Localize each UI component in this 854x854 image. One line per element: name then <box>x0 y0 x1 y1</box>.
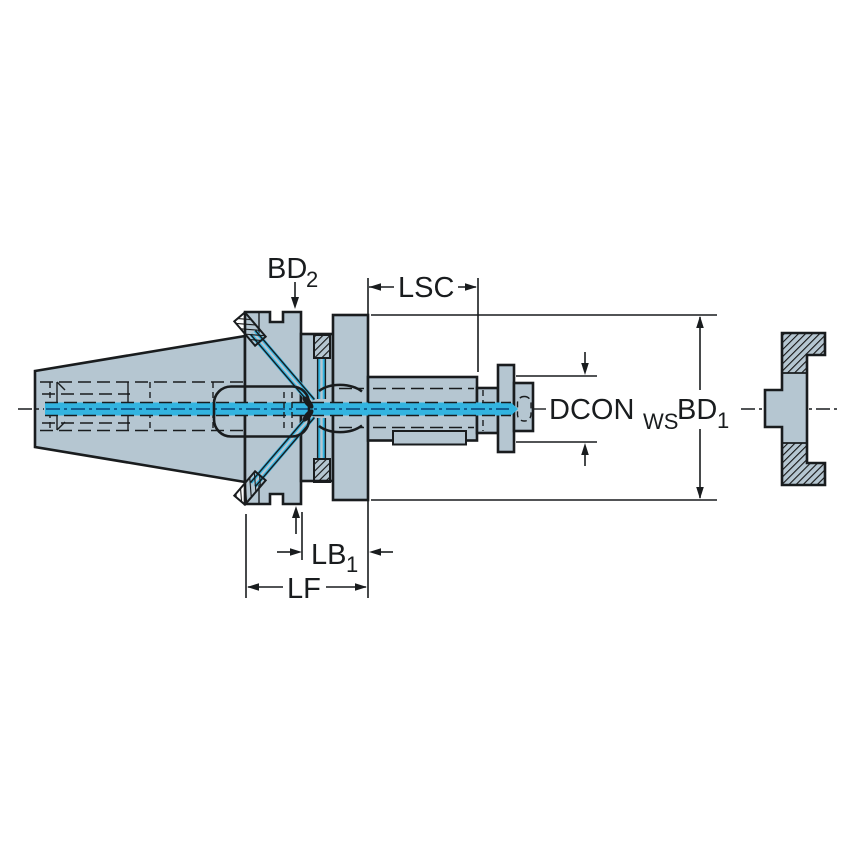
internal-bore-outline <box>212 383 363 438</box>
bd1-label: BD <box>677 394 717 426</box>
retention-bore-capsule <box>212 385 311 438</box>
dimension-lsc: LSC <box>367 272 479 372</box>
lf-label: LF <box>287 573 321 605</box>
end-view-section <box>763 331 827 487</box>
coolant-plug-screw-upper <box>232 310 268 348</box>
coolant-plug-screw-lower <box>232 469 268 507</box>
dcon-ws-label: DCON <box>549 394 634 426</box>
coolant-plug-screw-bottom <box>313 458 331 483</box>
dimension-bd1: BD 1 <box>371 314 729 501</box>
lb1-label: LB <box>311 539 346 571</box>
dimension-lf: LF <box>245 514 367 605</box>
dimension-bd2: BD 2 <box>267 253 318 534</box>
pilot-hidden-bore <box>516 395 532 422</box>
dimension-lb1: LB 1 <box>277 500 393 598</box>
lb1-label-sub: 1 <box>346 552 358 577</box>
coolant-exit-taper <box>511 402 518 416</box>
bd2-label-sub: 2 <box>306 267 318 292</box>
pilot-boss <box>512 381 535 433</box>
bd2-label: BD <box>267 253 307 285</box>
dcon-ws-label-sub: WS <box>643 409 678 434</box>
end-view-hatch-top <box>781 332 826 374</box>
coolant-plug-screw-top <box>313 334 331 359</box>
dimension-dcon-ws: DCON WS <box>516 352 678 466</box>
bell-mouth-upper <box>318 383 363 393</box>
keyway-block <box>392 430 467 446</box>
coolant-channels <box>45 310 518 507</box>
bell-mouth-lower <box>318 424 363 434</box>
bd1-label-sub: 1 <box>717 408 729 433</box>
end-view-hatch-bottom <box>781 442 826 486</box>
lsc-label: LSC <box>398 272 454 304</box>
